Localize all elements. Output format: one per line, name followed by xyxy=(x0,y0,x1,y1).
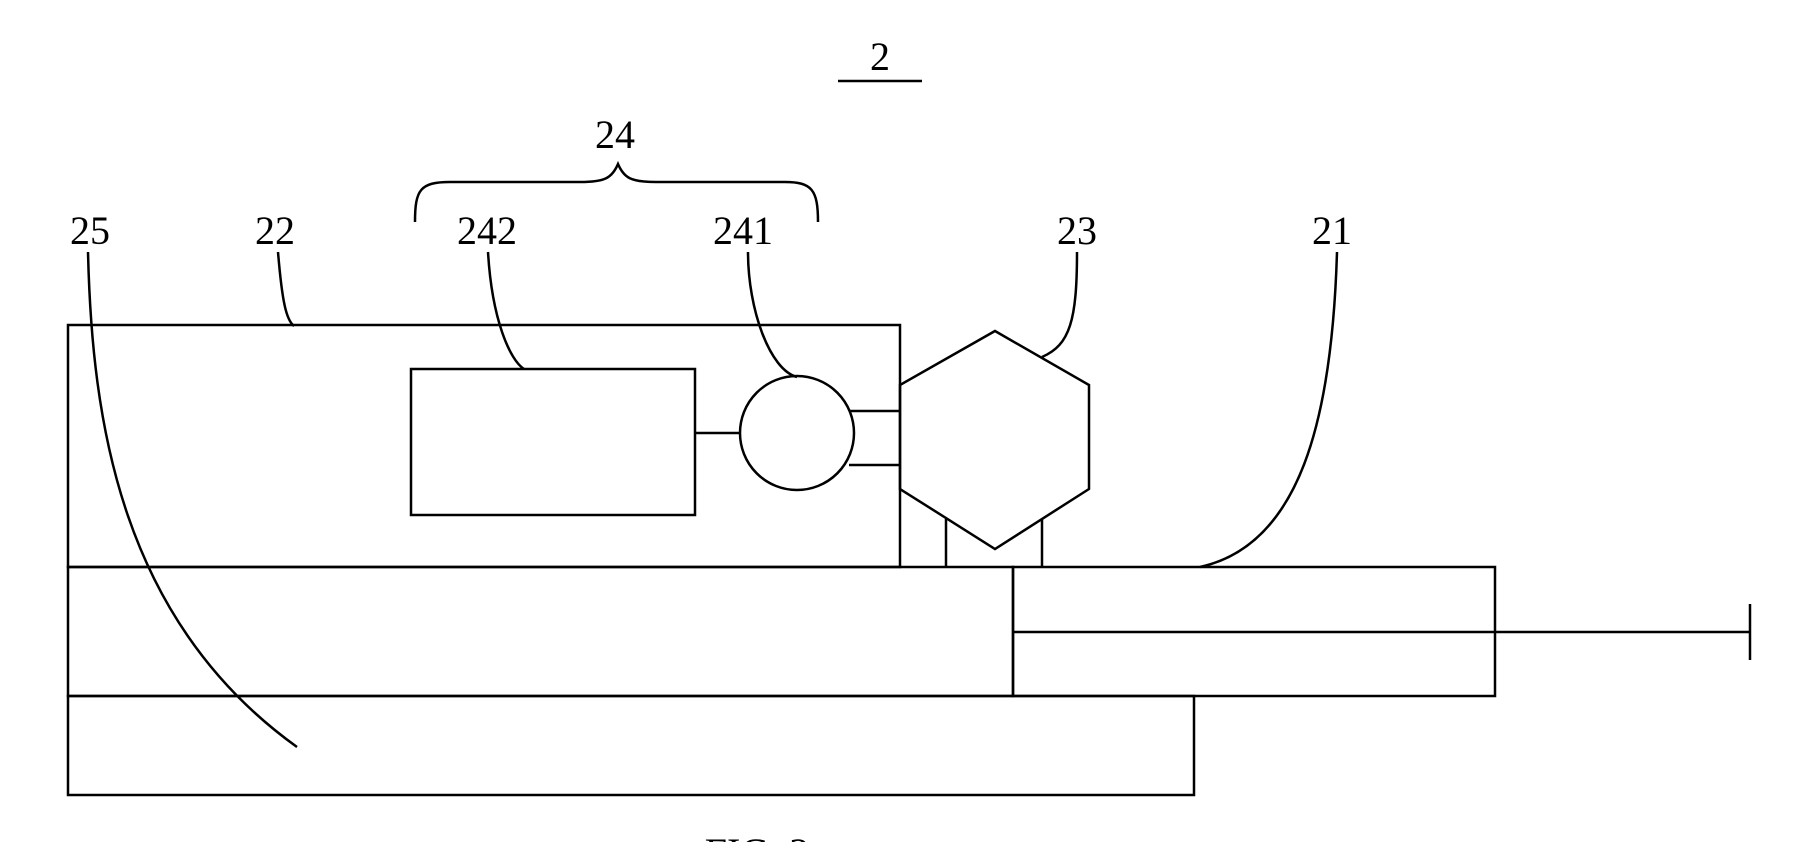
hexagon-23 xyxy=(900,331,1089,549)
label-241: 241 xyxy=(713,208,773,253)
leader-242 xyxy=(488,252,524,369)
label-24: 24 xyxy=(595,112,635,157)
base-25 xyxy=(68,696,1194,795)
figure-number-label: 2 xyxy=(870,34,890,79)
leader-23 xyxy=(1042,252,1077,357)
label-22: 22 xyxy=(255,208,295,253)
leader-22 xyxy=(278,252,294,326)
figure-caption: FIG. 2 xyxy=(705,830,809,842)
unit-242 xyxy=(411,369,695,515)
label-23: 23 xyxy=(1057,208,1097,253)
leader-21 xyxy=(1200,252,1337,567)
label-21: 21 xyxy=(1312,208,1352,253)
label-242: 242 xyxy=(457,208,517,253)
leader-241 xyxy=(748,252,797,377)
label-25: 25 xyxy=(70,208,110,253)
element-241 xyxy=(740,376,854,490)
body-middle xyxy=(68,567,1013,696)
